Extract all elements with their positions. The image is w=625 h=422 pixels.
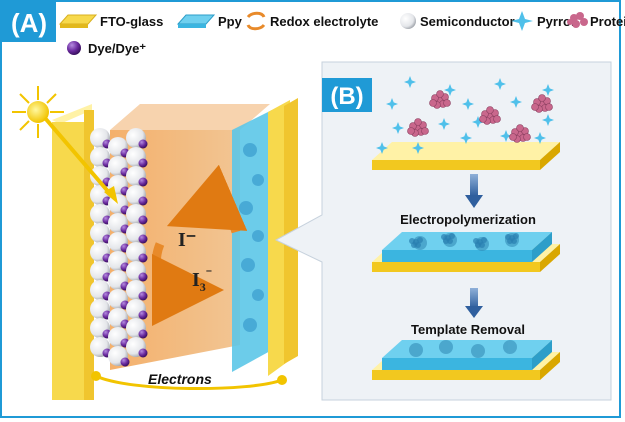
- pyrrol-star: [392, 122, 404, 134]
- legend-protein: Protein: [567, 12, 625, 29]
- semiconductor-layer: [90, 128, 148, 367]
- svg-text:(A): (A): [11, 8, 47, 38]
- dye-molecule: [138, 139, 148, 149]
- left-fto-glass-top: [52, 104, 92, 124]
- external-circuit-wire: [95, 374, 283, 391]
- dye-molecule: [138, 234, 148, 244]
- protein-molecule: [479, 106, 501, 125]
- svg-text:Pyrrol: Pyrrol: [537, 14, 575, 29]
- protein-molecules: [407, 90, 553, 143]
- dye-molecule: [138, 158, 148, 168]
- pyrrol-star: [404, 76, 416, 88]
- pyrrol-star: [534, 132, 546, 144]
- pyrrol-star-icon: [511, 11, 533, 31]
- protein-icon: [567, 12, 588, 28]
- dye-molecule: [138, 253, 148, 263]
- protein-molecule: [407, 118, 429, 137]
- embedded-protein: [441, 233, 455, 244]
- legend-dye: Dye/Dye⁺: [67, 41, 146, 56]
- light-beam: [43, 116, 114, 198]
- semiconductor-icon: [400, 13, 416, 29]
- legend-ppy: Ppy: [176, 14, 243, 29]
- dye-molecule: [138, 329, 148, 339]
- step-template-removal: Template Removal: [411, 322, 525, 337]
- svg-text:FTO-glass: FTO-glass: [100, 14, 163, 29]
- pyrrol-star: [376, 142, 388, 154]
- pyrrol-star: [438, 118, 450, 130]
- svg-text:Ppy: Ppy: [218, 14, 243, 29]
- electrons-label: Electrons: [148, 371, 212, 387]
- fto-glass-icon: [58, 14, 98, 25]
- panel-a-tag: (A): [2, 2, 56, 42]
- embedded-proteins: [409, 233, 519, 248]
- iodide-label: I⁻: [178, 229, 196, 251]
- legend: (A) FTO-glass Ppy Redox electrolyte Semi…: [2, 2, 625, 56]
- pyrrol-star: [542, 84, 554, 96]
- redox-arrow-upper: [166, 164, 248, 234]
- dye-icon: [67, 41, 81, 55]
- pyrrol-star: [412, 142, 424, 154]
- pyrrol-star: [510, 96, 522, 108]
- svg-text:Semiconductor: Semiconductor: [420, 14, 515, 29]
- pyrrol-star: [472, 116, 484, 128]
- dye-molecule: [138, 291, 148, 301]
- dye-molecule: [138, 196, 148, 206]
- substrate-plate-1: [372, 142, 560, 170]
- embedded-protein: [505, 233, 519, 244]
- protein-molecule: [531, 94, 553, 113]
- dye-molecule: [138, 310, 148, 320]
- plate-3: [372, 340, 560, 380]
- protein-molecule: [429, 90, 451, 109]
- ppy-film-templated: [382, 340, 552, 358]
- plate-2: [372, 232, 560, 272]
- svg-text:(B): (B): [330, 83, 363, 110]
- step-electropolymerization: Electropolymerization: [400, 212, 536, 227]
- process-arrow-2: [465, 288, 483, 318]
- embedded-protein: [409, 237, 423, 248]
- pyrrol-molecules: [376, 76, 554, 154]
- embedded-protein: [473, 237, 487, 248]
- pyrrol-star: [462, 98, 474, 110]
- pyrrol-star: [386, 98, 398, 110]
- ppy-icon: [176, 14, 216, 25]
- protein-molecule: [509, 124, 531, 143]
- dye-molecule: [138, 215, 148, 225]
- pyrrol-star: [444, 84, 456, 96]
- dye-molecule: [120, 357, 130, 367]
- pyrrol-star: [460, 132, 472, 144]
- dye-molecule: [138, 177, 148, 187]
- dye-molecule: [138, 272, 148, 282]
- panel-b: Electropolymerization Template Removal (…: [274, 61, 612, 401]
- legend-redox: Redox electrolyte: [246, 11, 378, 31]
- process-arrow-1: [465, 174, 483, 208]
- svg-text:Protein: Protein: [590, 14, 625, 29]
- panel-b-tag: (B): [322, 78, 372, 112]
- dye-molecule: [138, 348, 148, 358]
- triiodide-label: I3⁻: [192, 266, 212, 294]
- svg-text:Redox electrolyte: Redox electrolyte: [270, 14, 378, 29]
- pyrrol-star: [494, 78, 506, 90]
- svg-text:Dye/Dye⁺: Dye/Dye⁺: [88, 41, 146, 56]
- redox-arrow-lower: [151, 242, 224, 326]
- ppy-film-with-protein: [382, 232, 552, 250]
- pyrrol-star: [542, 114, 554, 126]
- redox-cycle-icon: [246, 11, 266, 31]
- pyrrol-star: [500, 130, 512, 142]
- legend-pyrrol: Pyrrol: [511, 11, 575, 31]
- legend-semiconductor: Semiconductor: [400, 13, 515, 29]
- solar-cell-diagram: I⁻ I3⁻ Electrons: [12, 86, 298, 400]
- legend-fto: FTO-glass: [58, 14, 163, 29]
